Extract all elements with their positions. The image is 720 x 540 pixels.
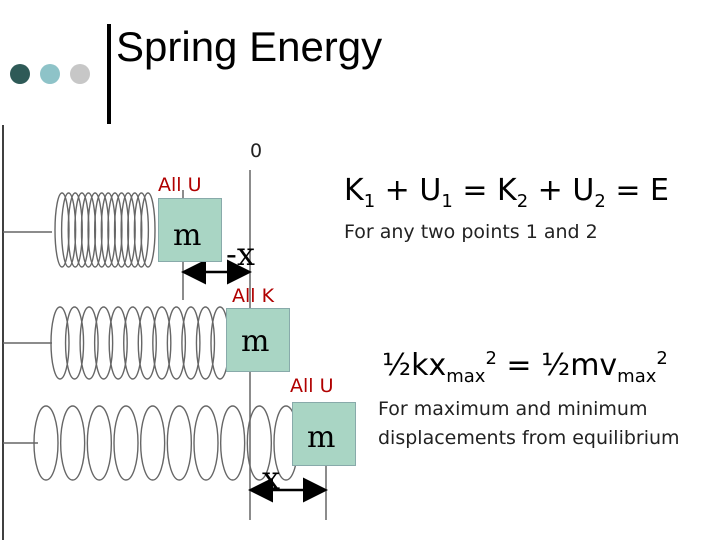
spring-coil: [166, 306, 187, 380]
spring-coil: [219, 405, 246, 481]
bullet-dot-3: [70, 64, 90, 84]
spring-equilibrium: [50, 306, 230, 380]
spring-coil: [60, 192, 77, 268]
spring-coil: [127, 192, 143, 268]
mass-block-compressed: m: [158, 198, 222, 262]
spring-coil: [152, 306, 172, 380]
spring-coil: [93, 192, 110, 268]
title-divider: [107, 24, 111, 124]
spring-coil: [50, 306, 70, 380]
spring-coil: [59, 405, 86, 481]
spring-coil: [87, 192, 103, 268]
spring-coil: [140, 192, 156, 268]
spring-coil: [64, 306, 85, 380]
mass-label: m: [173, 218, 202, 253]
spring-stretched: [33, 405, 299, 481]
spring-coil: [139, 405, 166, 481]
bullet-dot-2: [40, 64, 60, 84]
spring-coil: [107, 192, 123, 268]
slide-title: Spring Energy: [116, 23, 383, 70]
spring-coil: [54, 192, 70, 268]
spring-coil: [108, 306, 128, 380]
spring-coil: [181, 306, 201, 380]
spring-coil: [80, 192, 97, 268]
neg-x-label: -x: [226, 235, 255, 273]
spring-coil: [123, 306, 143, 380]
mass-label: m: [241, 324, 270, 359]
spring-coil: [166, 405, 193, 481]
spring-coil: [86, 405, 113, 481]
spring-compressed: [54, 192, 156, 268]
spring-coil: [133, 192, 150, 268]
spring-coil: [137, 306, 157, 380]
max-energy-equation: ½kxmax2 = ½mvmax2: [382, 348, 668, 387]
all-k-label: All K: [232, 285, 275, 307]
all-u-label-bottom: All U: [290, 375, 334, 397]
spring-coil: [113, 192, 130, 268]
spring-coil: [100, 192, 117, 268]
mass-block-stretched: m: [292, 402, 356, 466]
energy-equation-note: For any two points 1 and 2: [344, 221, 598, 243]
energy-equation: K1 + U1 = K2 + U2 = E: [344, 173, 669, 212]
spring-coil: [79, 306, 99, 380]
pos-x-label: x: [262, 459, 281, 497]
max-equation-note: For maximum and minimum displacements fr…: [378, 398, 680, 449]
spring-coil: [120, 192, 136, 268]
spring-coil: [93, 306, 114, 380]
origin-label: 0: [250, 140, 263, 162]
all-u-label-top: All U: [158, 174, 202, 196]
spring-coil: [113, 405, 139, 481]
spring-coil: [193, 405, 219, 481]
bullet-dot-1: [10, 64, 30, 84]
spring-coil: [67, 192, 83, 268]
mass-label: m: [307, 420, 336, 455]
spring-coil: [33, 405, 59, 481]
spring-coil: [74, 192, 90, 268]
mass-block-equilibrium: m: [226, 308, 290, 372]
spring-coil: [195, 306, 216, 380]
